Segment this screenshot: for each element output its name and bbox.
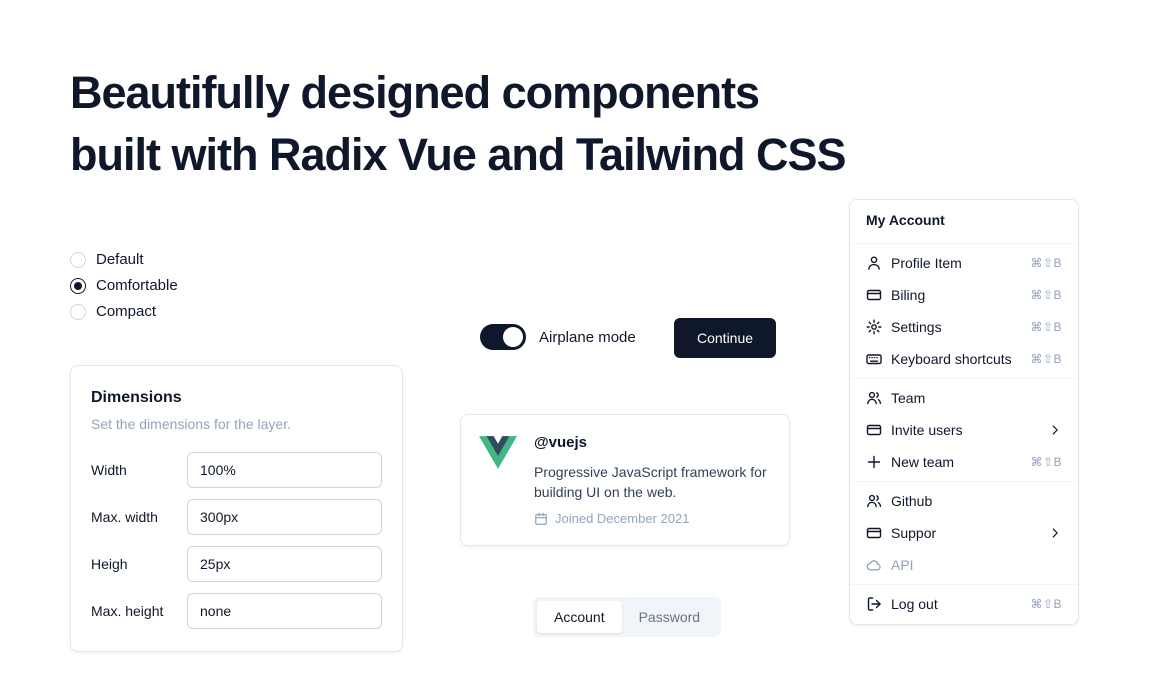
- menu-item-new-team[interactable]: New team ⌘⇧B: [850, 446, 1078, 478]
- my-account-menu: My Account Profile Item ⌘⇧B Biling ⌘⇧B S…: [849, 199, 1079, 625]
- density-radio-group: Default Comfortable Compact: [70, 251, 178, 320]
- continue-button[interactable]: Continue: [674, 318, 777, 358]
- users-icon: [866, 390, 882, 406]
- menu-title: My Account: [866, 212, 945, 228]
- calendar-icon: [535, 512, 547, 525]
- radio-option-default[interactable]: Default: [70, 251, 178, 268]
- menu-item-label: Invite users: [891, 422, 963, 438]
- dimensions-card: Dimensions Set the dimensions for the la…: [70, 365, 403, 652]
- width-input[interactable]: [187, 452, 382, 488]
- vue-description: Progressive JavaScript framework for bui…: [534, 464, 767, 501]
- account-tabs: Account Password: [533, 597, 722, 637]
- dimensions-subtitle: Set the dimensions for the layer.: [91, 416, 291, 432]
- shortcut-hint: ⌘⇧B: [1030, 288, 1062, 302]
- chevron-right-icon: [1052, 425, 1058, 435]
- menu-item-github[interactable]: Github: [850, 485, 1078, 517]
- page-title-line1: Beautifully designed components: [70, 67, 760, 118]
- vue-joined-row: Joined December 2021: [534, 511, 771, 526]
- field-row-width: Width: [91, 452, 382, 488]
- menu-item-label: Keyboard shortcuts: [891, 351, 1012, 367]
- invite-users-icon: [866, 422, 882, 438]
- field-row-max-height: Max. height: [91, 593, 382, 629]
- support-icon: [866, 525, 882, 541]
- menu-item-invite-users[interactable]: Invite users: [850, 414, 1078, 446]
- menu-item-label: Log out: [891, 596, 938, 612]
- page-title-line2: built with Radix Vue and Tailwind CSS: [70, 129, 847, 180]
- airplane-mode-toggle[interactable]: [480, 324, 526, 350]
- menu-divider: [850, 378, 1078, 379]
- field-row-max-width: Max. width: [91, 499, 382, 535]
- max-height-input[interactable]: [187, 593, 382, 629]
- cloud-icon: [866, 557, 882, 573]
- radio-label: Comfortable: [96, 277, 178, 294]
- menu-item-log-out[interactable]: Log out ⌘⇧B: [850, 588, 1078, 620]
- menu-item-team[interactable]: Team: [850, 382, 1078, 414]
- menu-item-label: API: [891, 557, 914, 573]
- tab-account[interactable]: Account: [537, 601, 622, 633]
- credit-card-icon: [866, 287, 882, 303]
- radio-icon: [70, 303, 86, 320]
- radio-label: Compact: [96, 303, 157, 320]
- menu-divider: [850, 481, 1078, 482]
- tab-password[interactable]: Password: [638, 609, 701, 625]
- menu-item-label: Settings: [891, 319, 942, 335]
- max-width-input[interactable]: [187, 499, 382, 535]
- field-label: Max. width: [91, 509, 158, 525]
- shortcut-hint: ⌘⇧B: [1030, 256, 1062, 270]
- shortcut-hint: ⌘⇧B: [1030, 597, 1062, 611]
- vue-handle[interactable]: @vuejs: [534, 434, 587, 451]
- field-label: Max. height: [91, 603, 164, 619]
- menu-item-profile[interactable]: Profile Item ⌘⇧B: [850, 247, 1078, 279]
- airplane-mode-label: Airplane mode: [539, 328, 636, 346]
- shortcut-hint: ⌘⇧B: [1030, 320, 1062, 334]
- user-icon: [866, 255, 882, 271]
- dimensions-title: Dimensions: [91, 389, 182, 406]
- radio-icon: [70, 251, 86, 268]
- radio-option-compact[interactable]: Compact: [70, 303, 178, 320]
- field-row-height: Heigh: [91, 546, 382, 582]
- airplane-mode-row: Airplane mode: [480, 324, 636, 350]
- menu-item-support[interactable]: Suppor: [850, 517, 1078, 549]
- chevron-right-icon: [1052, 528, 1058, 538]
- menu-item-label: Profile Item: [891, 255, 962, 271]
- keyboard-icon: [866, 351, 882, 367]
- page-title: Beautifully designed components built wi…: [70, 62, 847, 186]
- plus-icon: [866, 454, 882, 470]
- gear-icon: [866, 319, 882, 335]
- shortcut-hint: ⌘⇧B: [1030, 455, 1062, 469]
- toggle-knob: [503, 327, 523, 347]
- menu-item-label: Team: [891, 390, 926, 406]
- dimensions-fields: Width Max. width Heigh Max. height: [91, 452, 382, 629]
- menu-divider: [850, 243, 1078, 244]
- menu-item-label: Github: [891, 493, 933, 509]
- menu-item-settings[interactable]: Settings ⌘⇧B: [850, 311, 1078, 343]
- radio-icon: [70, 277, 86, 294]
- logout-icon: [866, 596, 882, 612]
- vue-logo-icon: [479, 436, 517, 469]
- menu-item-billing[interactable]: Biling ⌘⇧B: [850, 279, 1078, 311]
- vue-card-body: @vuejs Progressive JavaScript framework …: [534, 434, 771, 526]
- vuejs-hover-card: @vuejs Progressive JavaScript framework …: [460, 414, 790, 547]
- field-label: Width: [91, 462, 127, 478]
- shortcut-hint: ⌘⇧B: [1030, 352, 1062, 366]
- menu-item-label: Biling: [891, 287, 926, 303]
- menu-item-label: Suppor: [891, 525, 937, 541]
- joined-text: Joined December 2021: [555, 511, 690, 527]
- menu-divider: [850, 584, 1078, 585]
- radio-option-comfortable[interactable]: Comfortable: [70, 277, 178, 294]
- menu-item-api: API: [850, 549, 1078, 581]
- menu-item-keyboard-shortcuts[interactable]: Keyboard shortcuts ⌘⇧B: [850, 343, 1078, 375]
- menu-item-label: New team: [891, 454, 955, 470]
- field-label: Heigh: [91, 556, 128, 572]
- radio-label: Default: [96, 251, 144, 268]
- height-input[interactable]: [187, 546, 382, 582]
- github-icon: [866, 493, 882, 509]
